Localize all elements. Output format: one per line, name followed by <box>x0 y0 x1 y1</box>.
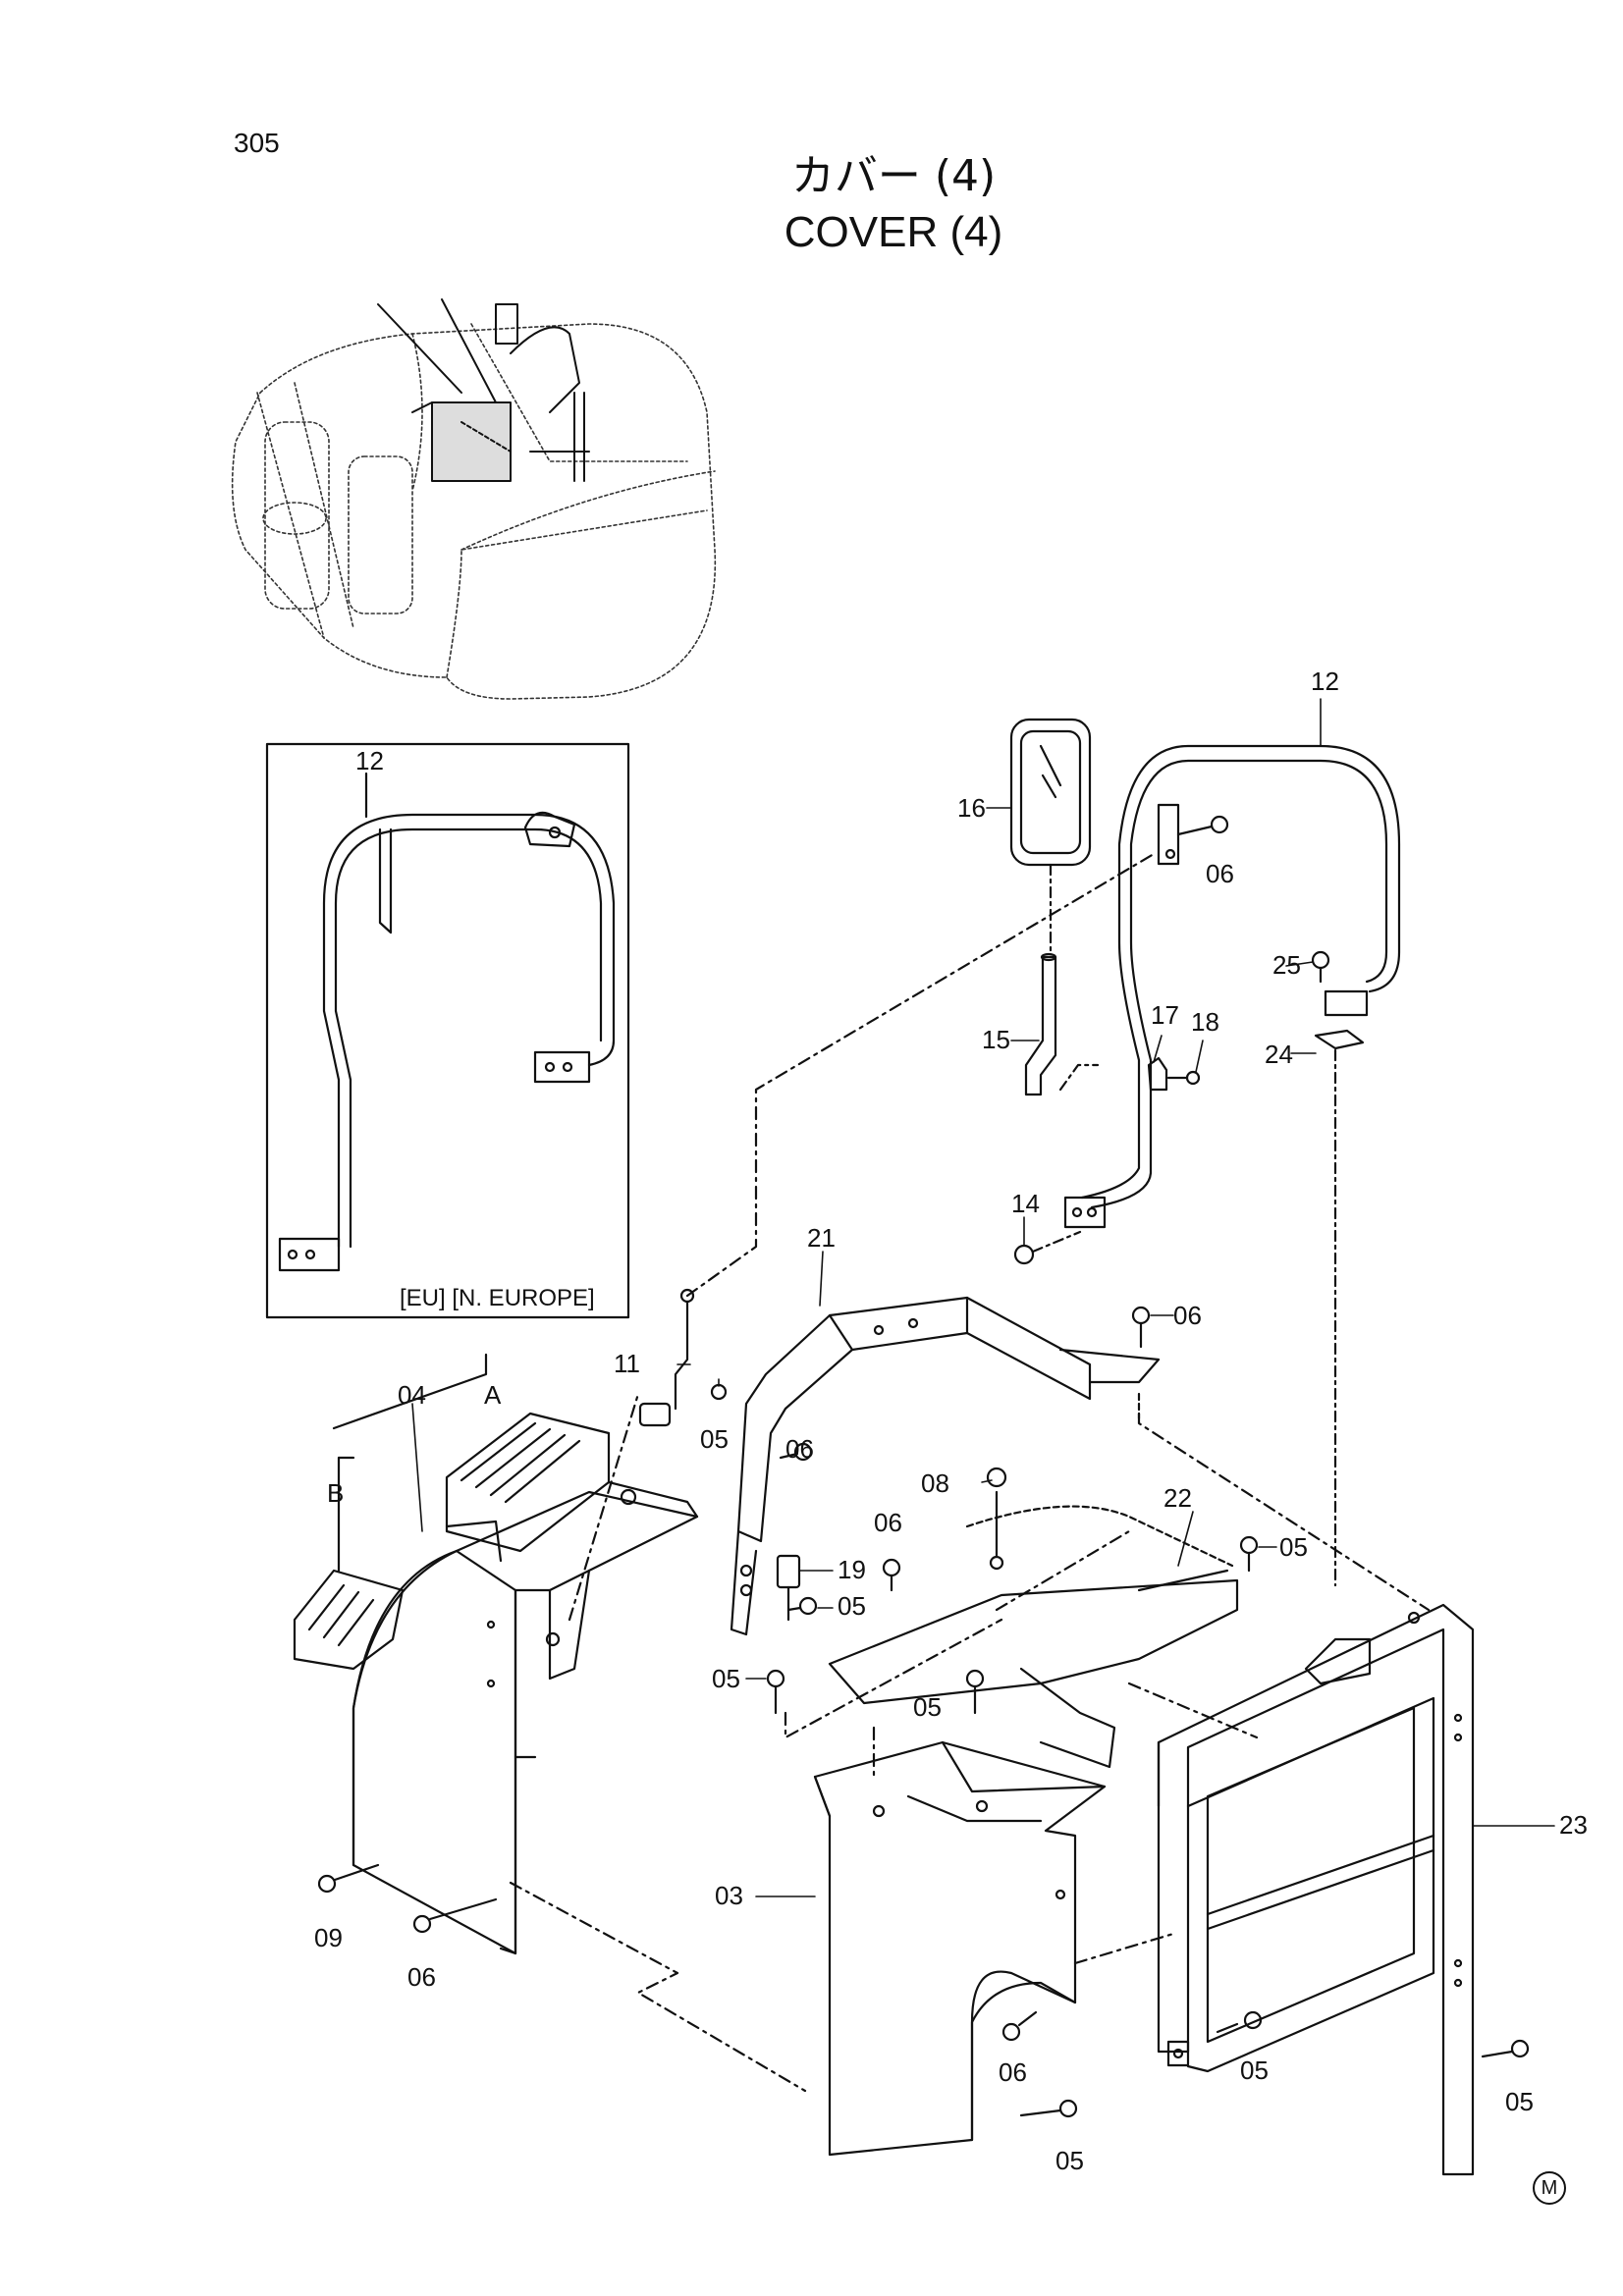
callout-21: 21 <box>807 1223 836 1253</box>
letter-a: A <box>484 1380 502 1410</box>
bolt-06-cover21 <box>1131 1306 1151 1349</box>
letter-b: B <box>327 1478 344 1508</box>
inset-frame <box>265 742 630 1319</box>
cover-21 <box>730 1296 1161 1636</box>
bolt-18 <box>1166 1070 1201 1086</box>
inset-bracket-bottom <box>278 1237 341 1272</box>
nut-14 <box>1013 1230 1082 1265</box>
plate-24 <box>1314 1029 1365 1050</box>
callout-25: 25 <box>1272 950 1301 980</box>
callout-12-main: 12 <box>1311 667 1339 696</box>
callout-23: 23 <box>1559 1810 1588 1840</box>
frame-23 <box>1157 1603 1475 2176</box>
callout-16: 16 <box>957 793 986 823</box>
callout-04: 04 <box>398 1380 426 1410</box>
mirror-16 <box>1009 718 1092 954</box>
callout-leaders <box>411 698 1555 1897</box>
bolt-05-frame-bottom <box>1216 2010 1263 2034</box>
callout-06-on-03: 06 <box>999 2057 1027 2087</box>
handrail-12 <box>1063 744 1401 1229</box>
callout-05-hinge: 05 <box>838 1591 866 1621</box>
mirror-stay-15 <box>1024 952 1100 1096</box>
machine-overview-illustration <box>231 323 717 700</box>
callout-06-21: 06 <box>1173 1301 1202 1330</box>
callout-17: 17 <box>1151 1000 1179 1030</box>
bolt-25 <box>1311 950 1330 984</box>
bolt-05-under-03 <box>1019 2099 1078 2118</box>
callout-06-center: 06 <box>874 1508 902 1537</box>
inset-variant-note: [EU] [N. EUROPE] <box>400 1285 595 1311</box>
step-b <box>293 1569 405 1671</box>
callout-05-center: 05 <box>913 1692 942 1722</box>
bolt-09 <box>317 1863 380 1894</box>
step-a <box>445 1412 699 1553</box>
cover-03 <box>813 1740 1107 2157</box>
bolt-05-right <box>1239 1535 1259 1573</box>
hinge-19 <box>776 1554 801 1622</box>
title-japanese: カバー (4) <box>790 151 997 201</box>
bolt-05-center <box>965 1669 985 1715</box>
handrail-side-foot <box>1324 989 1369 1017</box>
callout-05-plate: 05 <box>712 1664 740 1693</box>
callout-05-11: 05 <box>700 1424 729 1454</box>
callout-15: 15 <box>982 1025 1010 1054</box>
callout-06-lower-left: 06 <box>407 1962 436 1992</box>
corner-mark: M <box>1533 2171 1566 2205</box>
wire-11 <box>638 1288 728 1427</box>
inset-bracket-side <box>533 1050 591 1084</box>
callout-22: 22 <box>1163 1483 1192 1513</box>
leader-11-to-handrail <box>685 852 1156 1298</box>
callout-18: 18 <box>1191 1007 1219 1037</box>
callout-05-under-03: 05 <box>1055 2146 1084 2175</box>
callout-05-right: 05 <box>1279 1532 1308 1562</box>
leader-dash-3 <box>995 1529 1131 1612</box>
callout-06-left: 06 <box>785 1434 814 1464</box>
callout-labels: 12 12 16 06 25 17 18 24 15 14 21 06 11 0… <box>314 667 1588 2175</box>
leader-dash-2 <box>784 1618 1003 1739</box>
bolt-05-left-plate <box>766 1669 785 1715</box>
callout-24: 24 <box>1265 1040 1293 1069</box>
callout-09: 09 <box>314 1923 343 1952</box>
handrail-bottom-foot <box>1063 1196 1107 1229</box>
bolt-05-hinge <box>786 1596 818 1616</box>
callout-14: 14 <box>1011 1189 1040 1218</box>
bolt-05-frame-right <box>1481 2039 1530 2058</box>
leader-dash-1 <box>1137 1412 1431 1612</box>
callout-03: 03 <box>715 1881 743 1910</box>
bolt-06-center <box>882 1558 901 1592</box>
callout-08: 08 <box>921 1468 949 1498</box>
callout-05-frame-bottom: 05 <box>1240 2056 1269 2085</box>
callout-05-frame-right: 05 <box>1505 2087 1534 2116</box>
bolt-06-left <box>779 1442 813 1462</box>
inset-handrail-12 <box>322 813 616 1249</box>
callout-11: 11 <box>614 1349 640 1378</box>
bolt-06-handrail <box>1176 815 1229 836</box>
bolt-06-lower-left <box>412 1897 498 1934</box>
callout-12-inset: 12 <box>355 746 384 775</box>
eu-variant-inset <box>265 742 630 1319</box>
machine-seat-detail <box>377 298 590 482</box>
leader-04-11 <box>568 1392 640 1622</box>
leader-03-04 <box>509 1881 807 2093</box>
leader-a <box>332 1353 488 1430</box>
title-english: COVER (4) <box>784 208 1003 256</box>
callout-19: 19 <box>838 1555 866 1584</box>
clamp-17 <box>1147 1056 1168 1092</box>
cover-04 <box>352 1490 699 1955</box>
callout-06-handrail: 06 <box>1206 859 1234 888</box>
plate-22 <box>828 1467 1239 1769</box>
inset-top-bracket <box>523 811 576 848</box>
page-number: 305 <box>234 128 280 158</box>
bolt-06-on-03 <box>1001 2010 1038 2042</box>
